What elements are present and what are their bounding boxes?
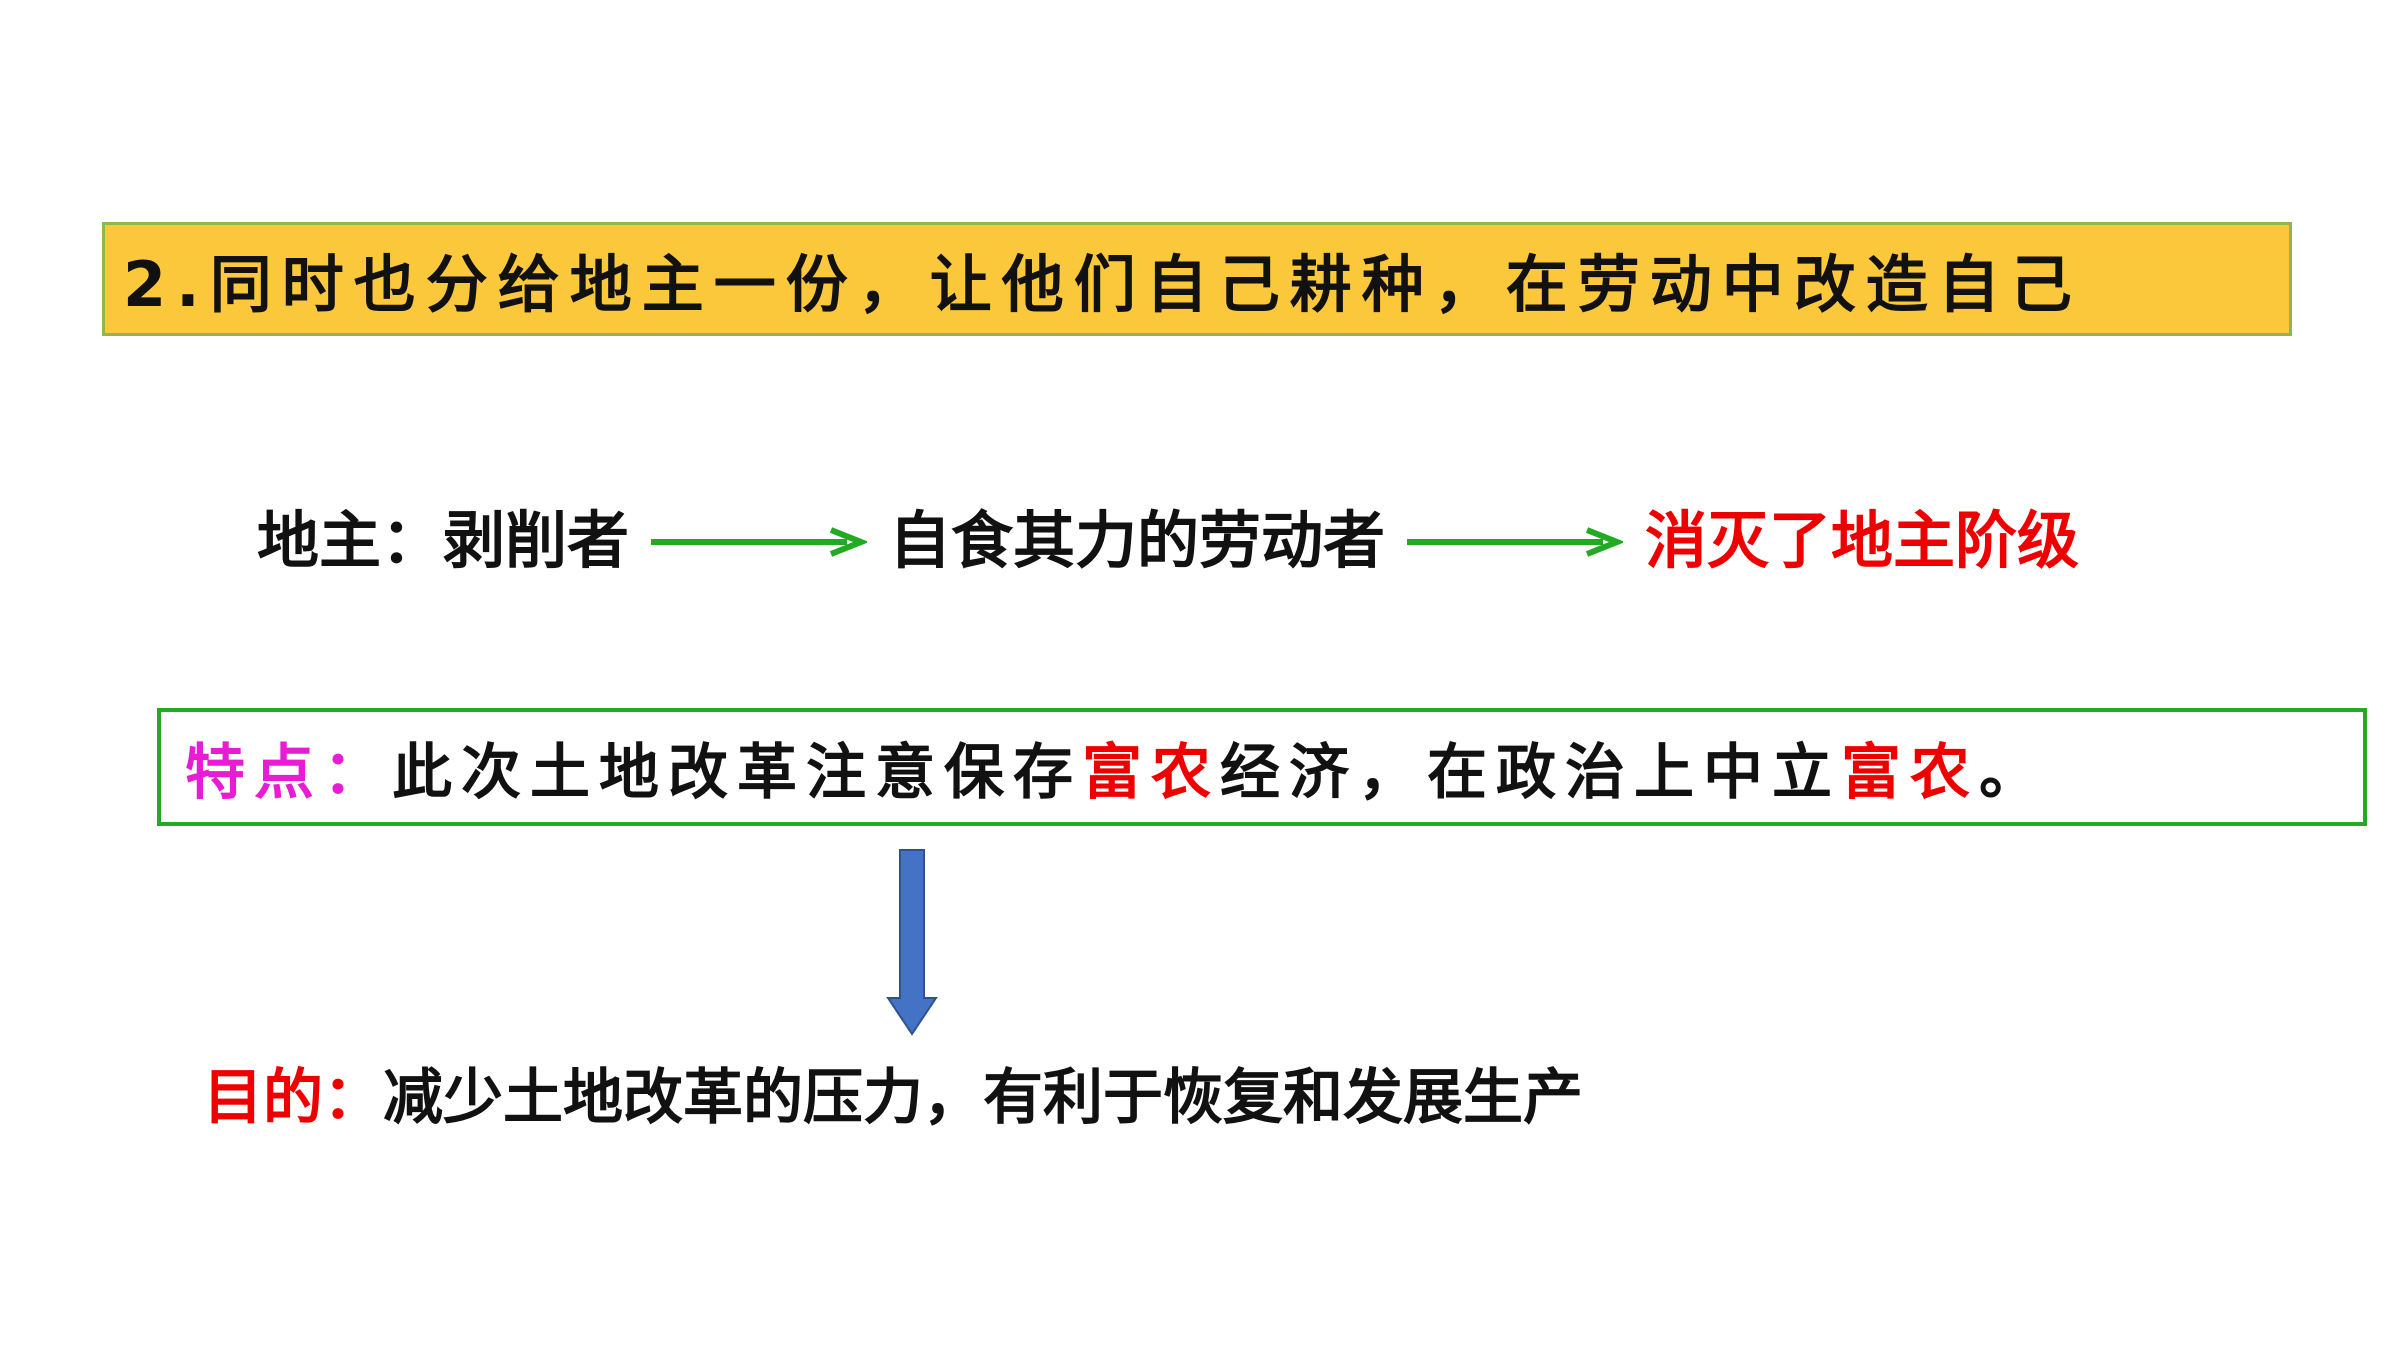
flow-result-text: 消灭了地主阶级: [1645, 504, 2080, 577]
purpose-label: 目的：: [203, 1062, 383, 1133]
feature-highlight: 富农: [1841, 737, 1979, 808]
down-arrow-icon: [886, 848, 938, 1040]
transformation-flow: 地主：剥削者 自食其力的劳动者 消灭了地主阶级: [257, 495, 2079, 577]
title-text: 2.同时也分给地主一份，让他们自己耕种，在劳动中改造自己: [123, 248, 2082, 321]
flow-start-text: 地主：剥削者: [257, 504, 630, 577]
purpose-row: 目的： 减少土地改革的压力，有利于恢复和发展生产: [203, 1052, 1583, 1133]
title-box: 2.同时也分给地主一份，让他们自己耕种，在劳动中改造自己: [102, 222, 2292, 336]
feature-text: 。: [1979, 737, 2048, 808]
feature-highlight: 富农: [1082, 737, 1220, 808]
feature-text: 此次土地改革注意保存: [392, 737, 1082, 808]
right-arrow-icon: [651, 499, 870, 572]
flow-middle-text: 自食其力的劳动者: [889, 504, 1386, 577]
feature-text: 经济，在政治上中立: [1220, 737, 1841, 808]
feature-box: 特点： 此次土地改革注意保存 富农 经济，在政治上中立 富农 。: [157, 708, 2367, 826]
feature-label: 特点：: [185, 737, 392, 808]
purpose-text: 减少土地改革的压力，有利于恢复和发展生产: [383, 1062, 1583, 1133]
right-arrow-icon: [1407, 499, 1626, 572]
